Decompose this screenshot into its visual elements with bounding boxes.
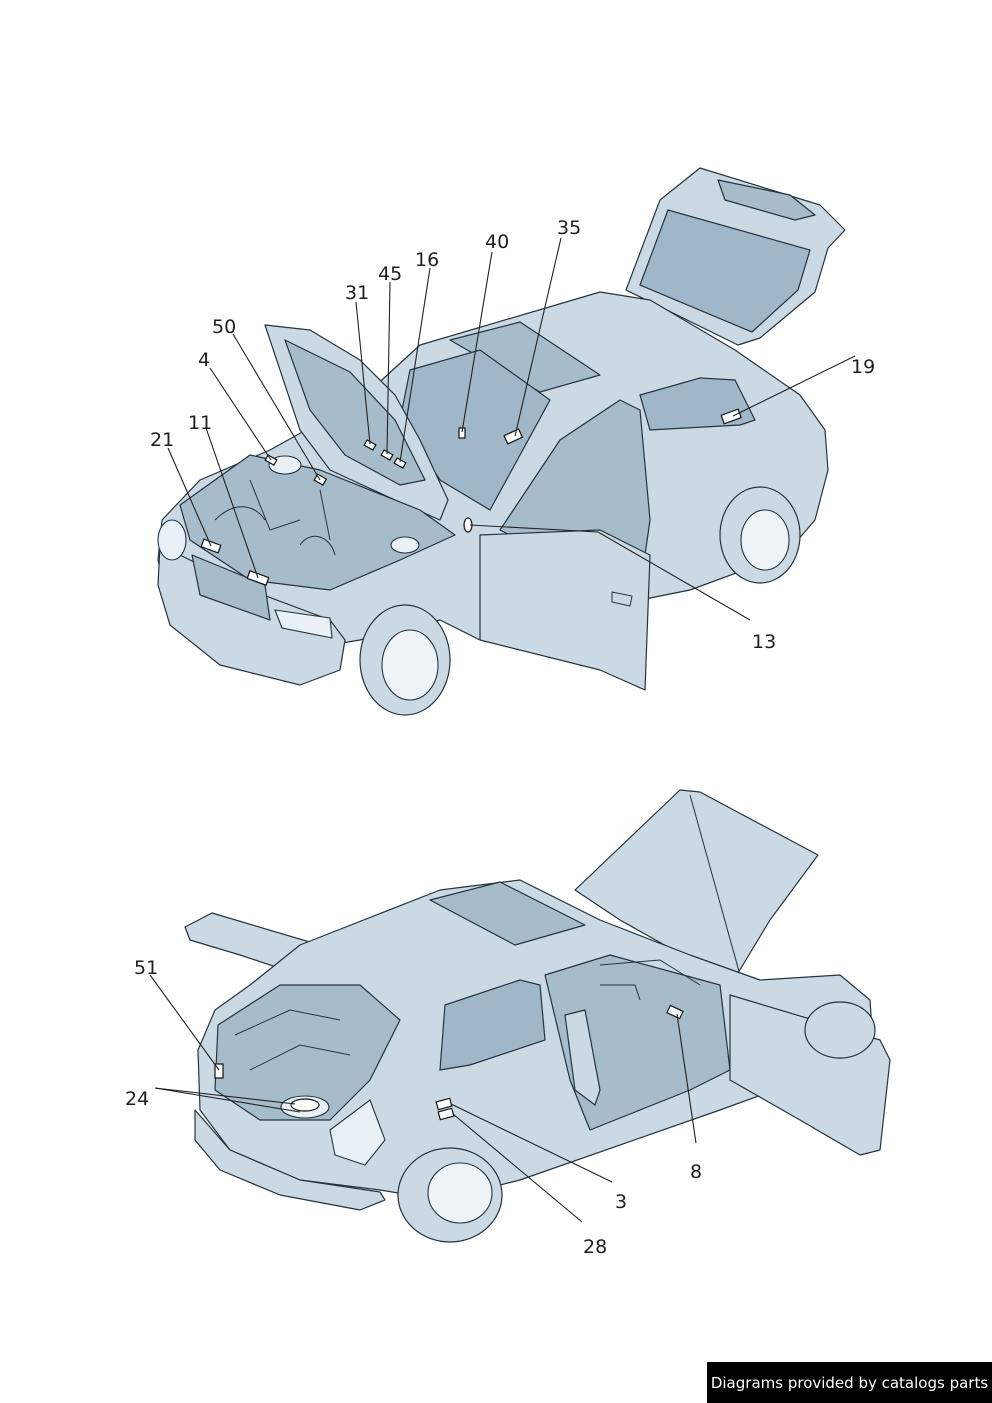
leader-51 (149, 974, 220, 1071)
label-tag-45 (380, 449, 394, 461)
leader-19 (732, 355, 856, 417)
label-tag-3 (435, 1097, 453, 1111)
label-tag-8 (666, 1004, 684, 1020)
rear-bumper (194, 1109, 386, 1211)
leader-28 (452, 1113, 583, 1223)
car-rear-view: 51 24 3 28 8 (125, 789, 891, 1258)
label-tag-40 (458, 427, 466, 439)
front-grille (191, 554, 271, 621)
bonnet-inner-panel (284, 339, 426, 486)
callout-28: 28 (583, 1236, 607, 1258)
front-door-open (479, 529, 651, 691)
leader-13 (469, 524, 751, 621)
callout-19: 19 (851, 356, 875, 378)
boot-trim (234, 1009, 351, 1071)
right-headlight (274, 609, 333, 639)
credit-text: Diagrams provided by catalogs parts (710, 1373, 989, 1392)
leader-24a (154, 1087, 296, 1105)
callout-13: 13 (752, 631, 776, 653)
label-tag-24 (290, 1098, 320, 1112)
leader-16 (399, 267, 431, 463)
callout-3: 3 (615, 1191, 627, 1213)
leader-4 (209, 367, 272, 461)
rear-hatch-glass (639, 209, 811, 333)
rear-wheel-rim-bottom (427, 1162, 493, 1224)
leader-45 (386, 281, 391, 455)
engine-components (214, 479, 336, 556)
front-wheel-bottom (804, 1001, 876, 1059)
leader-40 (461, 251, 493, 433)
leader-11 (205, 427, 259, 579)
callout-4: 4 (198, 349, 210, 371)
callout-45: 45 (378, 263, 402, 285)
callout-40: 40 (485, 231, 509, 253)
rear-spoiler (717, 179, 816, 221)
rear-quarter-window (439, 979, 546, 1071)
strut-top-right (390, 536, 420, 554)
label-tag-51 (214, 1063, 224, 1079)
bonnet-open-rear-view (574, 789, 819, 979)
label-tag-28 (437, 1107, 455, 1121)
callout-11: 11 (188, 412, 212, 434)
callout-35: 35 (557, 217, 581, 239)
label-tag-16 (393, 457, 407, 469)
callout-8: 8 (690, 1161, 702, 1183)
credit-banner: Diagrams provided by catalogs parts (707, 1362, 992, 1403)
leader-31 (355, 301, 371, 445)
callout-24: 24 (125, 1088, 149, 1110)
leader-50 (232, 333, 321, 481)
leader-24b (154, 1087, 301, 1113)
callout-21: 21 (150, 429, 174, 451)
leader-8 (676, 1013, 697, 1144)
callout-50: 50 (212, 316, 236, 338)
callout-16: 16 (415, 249, 439, 271)
callout-31: 31 (345, 282, 369, 304)
sunroof-rear-view (429, 881, 586, 946)
label-tag-35 (503, 428, 524, 445)
rear-left-tail-light (329, 1099, 386, 1166)
dashboard (599, 959, 701, 1001)
car-front-view: 13 19 35 40 16 45 31 50 4 11 21 (150, 167, 875, 716)
rear-wheel-rim-top (740, 509, 790, 571)
bonnet-crease (689, 794, 741, 976)
leader-35 (514, 237, 562, 437)
door-handle-front (611, 591, 633, 607)
front-wheel-rim-top (381, 629, 439, 701)
left-headlight (157, 519, 187, 561)
label-tag-31 (363, 439, 377, 451)
leader-21 (167, 447, 212, 547)
label-tag-19 (720, 408, 742, 425)
leader-3 (450, 1103, 613, 1183)
front-seat (564, 1009, 601, 1106)
callout-51: 51 (134, 957, 158, 979)
